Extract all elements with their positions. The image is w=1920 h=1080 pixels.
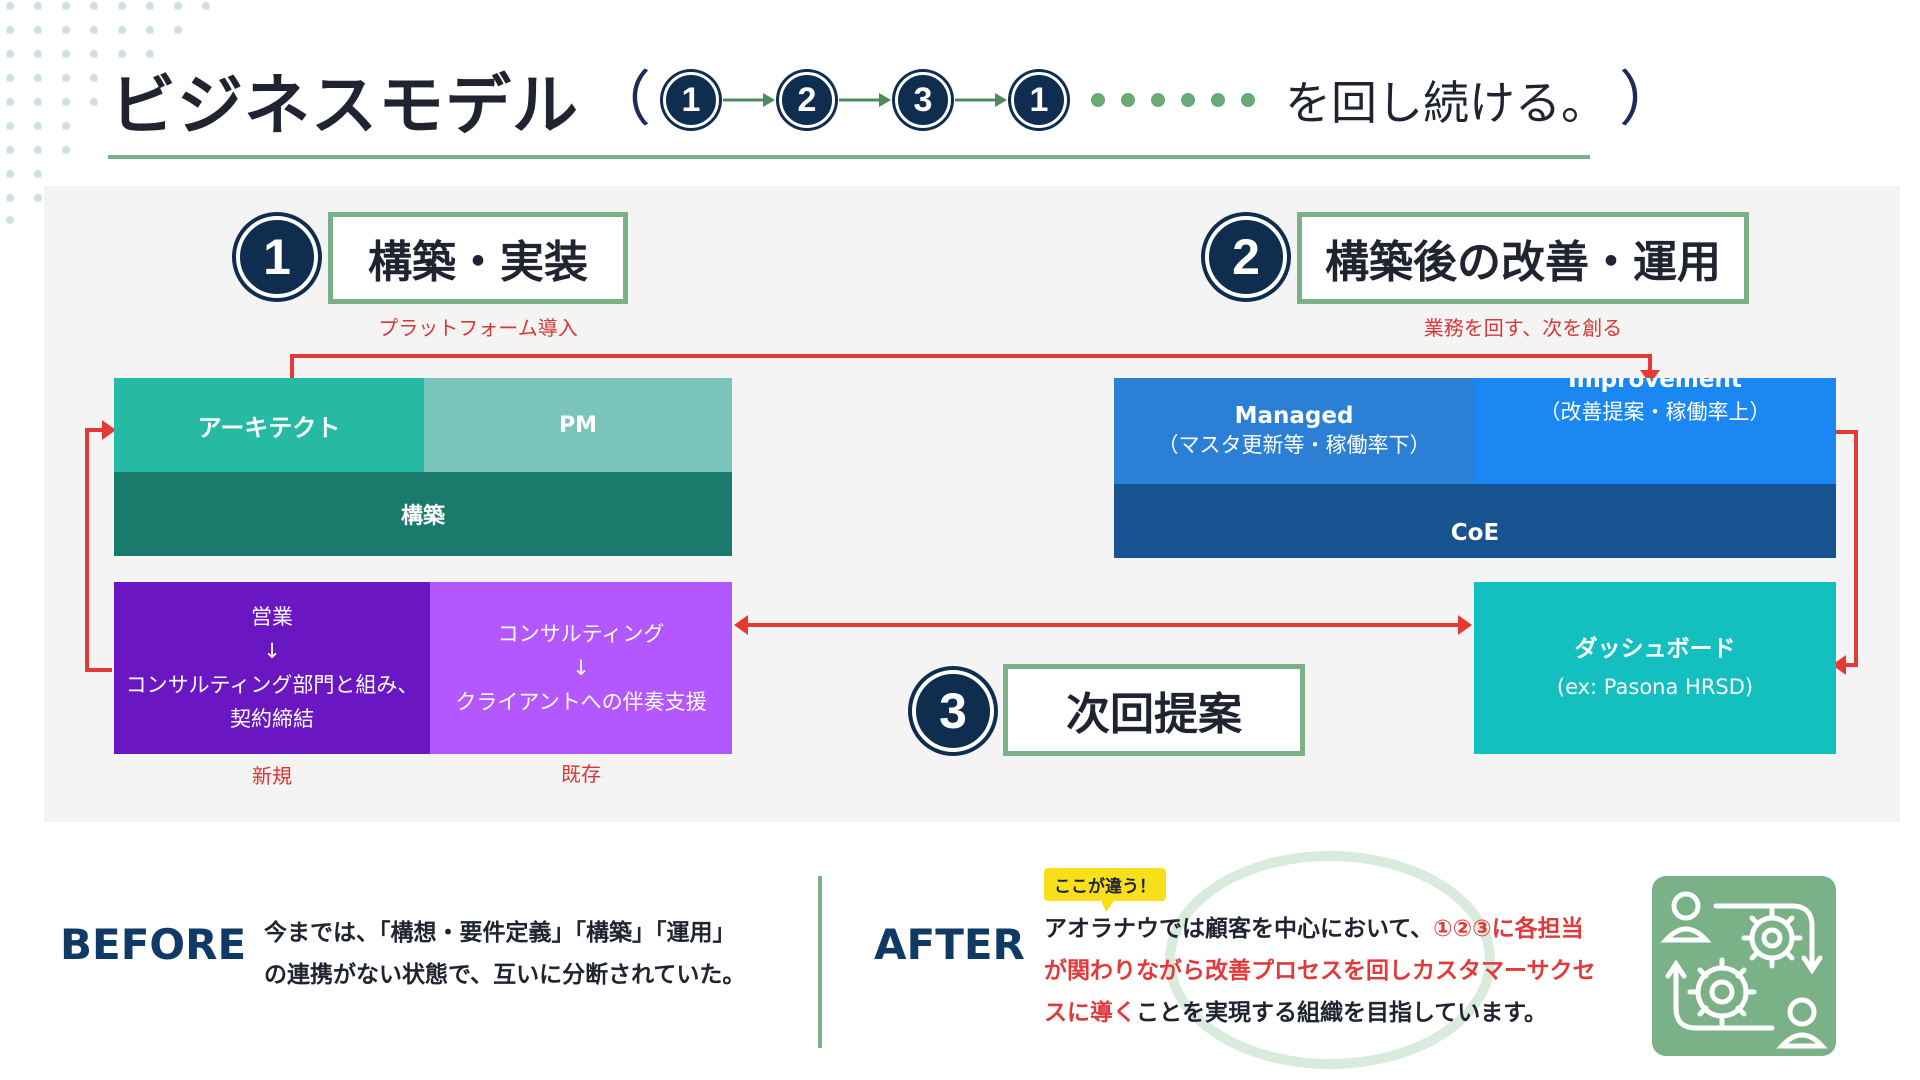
- badge-pointer: [1100, 898, 1116, 912]
- managed-block: Managed （マスタ更新等・稼働率下）: [1114, 378, 1474, 484]
- dashboard-title: ダッシュボード: [1574, 636, 1736, 662]
- after-label: AFTER: [874, 920, 1025, 969]
- before-text: 今までは、「構想・要件定義」「構築」「運用」 の連携がない状態で、互いに分断され…: [264, 912, 745, 996]
- stage-1-number: 1: [236, 216, 318, 298]
- sales-line-2: コンサルティング部門と組み、契約締結: [125, 673, 419, 731]
- title-open-paren: （: [591, 65, 651, 135]
- after-text-4: スに導く: [1044, 1000, 1136, 1026]
- managed-subtitle: （マスタ更新等・稼働率下）: [1157, 433, 1431, 457]
- improvement-subtitle: （改善提案・稼働率上）: [1539, 400, 1771, 424]
- after-text-3: が関わりながら改善プロセスを回しカスタマーサクセ: [1044, 958, 1596, 984]
- consulting-line-1: コンサルティング: [497, 622, 665, 646]
- title-suffix: を回し続ける。: [1285, 76, 1607, 130]
- down-arrow-icon: ↓: [263, 639, 281, 663]
- build-block: 構築: [114, 472, 732, 556]
- before-line-1: 今までは、「構想・要件定義」「構築」「運用」: [264, 920, 736, 946]
- divider: [818, 876, 822, 1048]
- improvement-title: Improvement: [1568, 378, 1742, 393]
- architect-block: アーキテクト: [114, 378, 424, 472]
- sales-line-1: 営業: [251, 605, 293, 629]
- arrow-right-icon: [955, 93, 1007, 107]
- stage-1-label: 構築・実装: [328, 212, 628, 304]
- process-cycle-icon: [1652, 876, 1836, 1056]
- improvement-block: Improvement （改善提案・稼働率上）: [1474, 378, 1836, 484]
- seq-step-3: 3: [895, 72, 951, 128]
- after-text-2: ①②③に各担当: [1433, 916, 1584, 942]
- consulting-block: コンサルティング ↓ クライアントへの伴奏支援: [430, 582, 732, 754]
- stage-3-label: 次回提案: [1003, 664, 1305, 756]
- pm-block: PM: [424, 378, 732, 472]
- seq-step-4: 1: [1011, 72, 1067, 128]
- stage-2-number: 2: [1205, 216, 1287, 298]
- page-title: ビジネスモデル: [110, 67, 579, 144]
- arrow-right-icon: [723, 93, 775, 107]
- decorative-dot-grid: [6, 2, 210, 224]
- consulting-line-2: クライアントへの伴奏支援: [455, 690, 707, 714]
- seq-step-2: 2: [779, 72, 835, 128]
- title-close-paren: ）: [1619, 65, 1679, 135]
- decorative-circle: [1165, 851, 1495, 1069]
- dashboard-block: ダッシュボード (ex: Pasona HRSD): [1474, 582, 1836, 754]
- stage-2-subtitle: 業務を回す、次を創る: [1423, 316, 1623, 340]
- after-text: アオラナウでは顧客を中心において、①②③に各担当 が関わりながら改善プロセスを回…: [1044, 908, 1644, 1034]
- title-row: ビジネスモデル （ 1 2 3 1 を回し続ける。 ）: [110, 55, 1691, 145]
- title-sequence: 1 2 3 1: [663, 72, 1067, 128]
- sales-block: 営業 ↓ コンサルティング部門と組み、契約締結: [114, 582, 430, 754]
- after-text-5: ことを実現する組織を目指しています。: [1136, 1000, 1548, 1026]
- seq-step-1: 1: [663, 72, 719, 128]
- before-label: BEFORE: [60, 920, 247, 969]
- stage-2-label: 構築後の改善・運用: [1297, 212, 1749, 304]
- after-text-1: アオラナウでは顧客を中心において、: [1044, 916, 1434, 942]
- difference-badge: ここが違う！: [1044, 868, 1166, 901]
- stage-1-subtitle: プラットフォーム導入: [378, 316, 578, 340]
- sales-note: 新規: [252, 764, 292, 788]
- stage-3-number: 3: [912, 670, 994, 752]
- arrow-right-icon: [839, 93, 891, 107]
- title-underline: [108, 155, 1590, 159]
- consulting-note: 既存: [561, 762, 601, 786]
- dashboard-subtitle: (ex: Pasona HRSD): [1556, 675, 1754, 699]
- managed-title: Managed: [1234, 403, 1354, 429]
- down-arrow-icon: ↓: [572, 656, 590, 680]
- gear-icon: [1660, 891, 1828, 1049]
- coe-block: CoE: [1114, 484, 1836, 558]
- continuation-dots: [1091, 93, 1255, 107]
- before-line-2: の連携がない状態で、互いに分断されていた。: [264, 962, 746, 988]
